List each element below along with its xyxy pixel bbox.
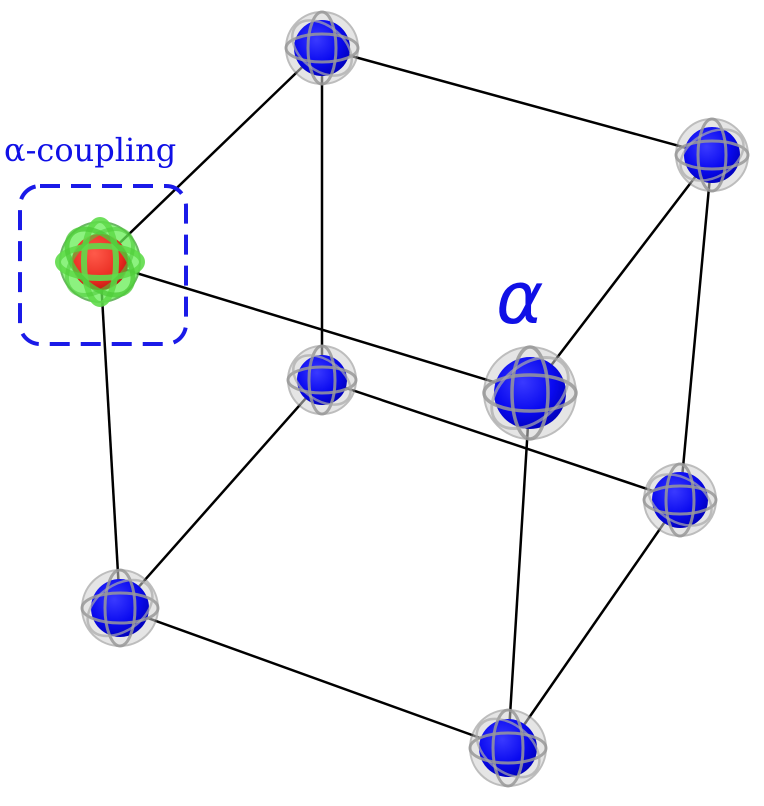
edge	[98, 261, 122, 609]
node-bottom-left	[80, 568, 160, 648]
node-coupling	[55, 217, 145, 307]
alpha-label: α	[496, 256, 544, 340]
node-top-back	[284, 10, 360, 86]
coupling-label: α-coupling	[4, 131, 177, 169]
edge	[99, 260, 531, 395]
node-right-front	[642, 462, 718, 538]
coupling-highlight-box	[18, 184, 188, 346]
edge	[119, 379, 323, 609]
edge	[321, 378, 681, 502]
edge	[119, 606, 509, 750]
edge	[506, 392, 532, 749]
node-inner	[286, 344, 358, 416]
edge	[678, 154, 714, 501]
node-right-back	[674, 117, 750, 193]
cube-edges	[98, 46, 714, 750]
node-bottom-front	[468, 708, 548, 788]
edge	[529, 154, 713, 394]
node-alpha	[482, 345, 578, 441]
edge	[506, 499, 682, 749]
edge	[99, 47, 323, 263]
edge	[321, 46, 713, 157]
